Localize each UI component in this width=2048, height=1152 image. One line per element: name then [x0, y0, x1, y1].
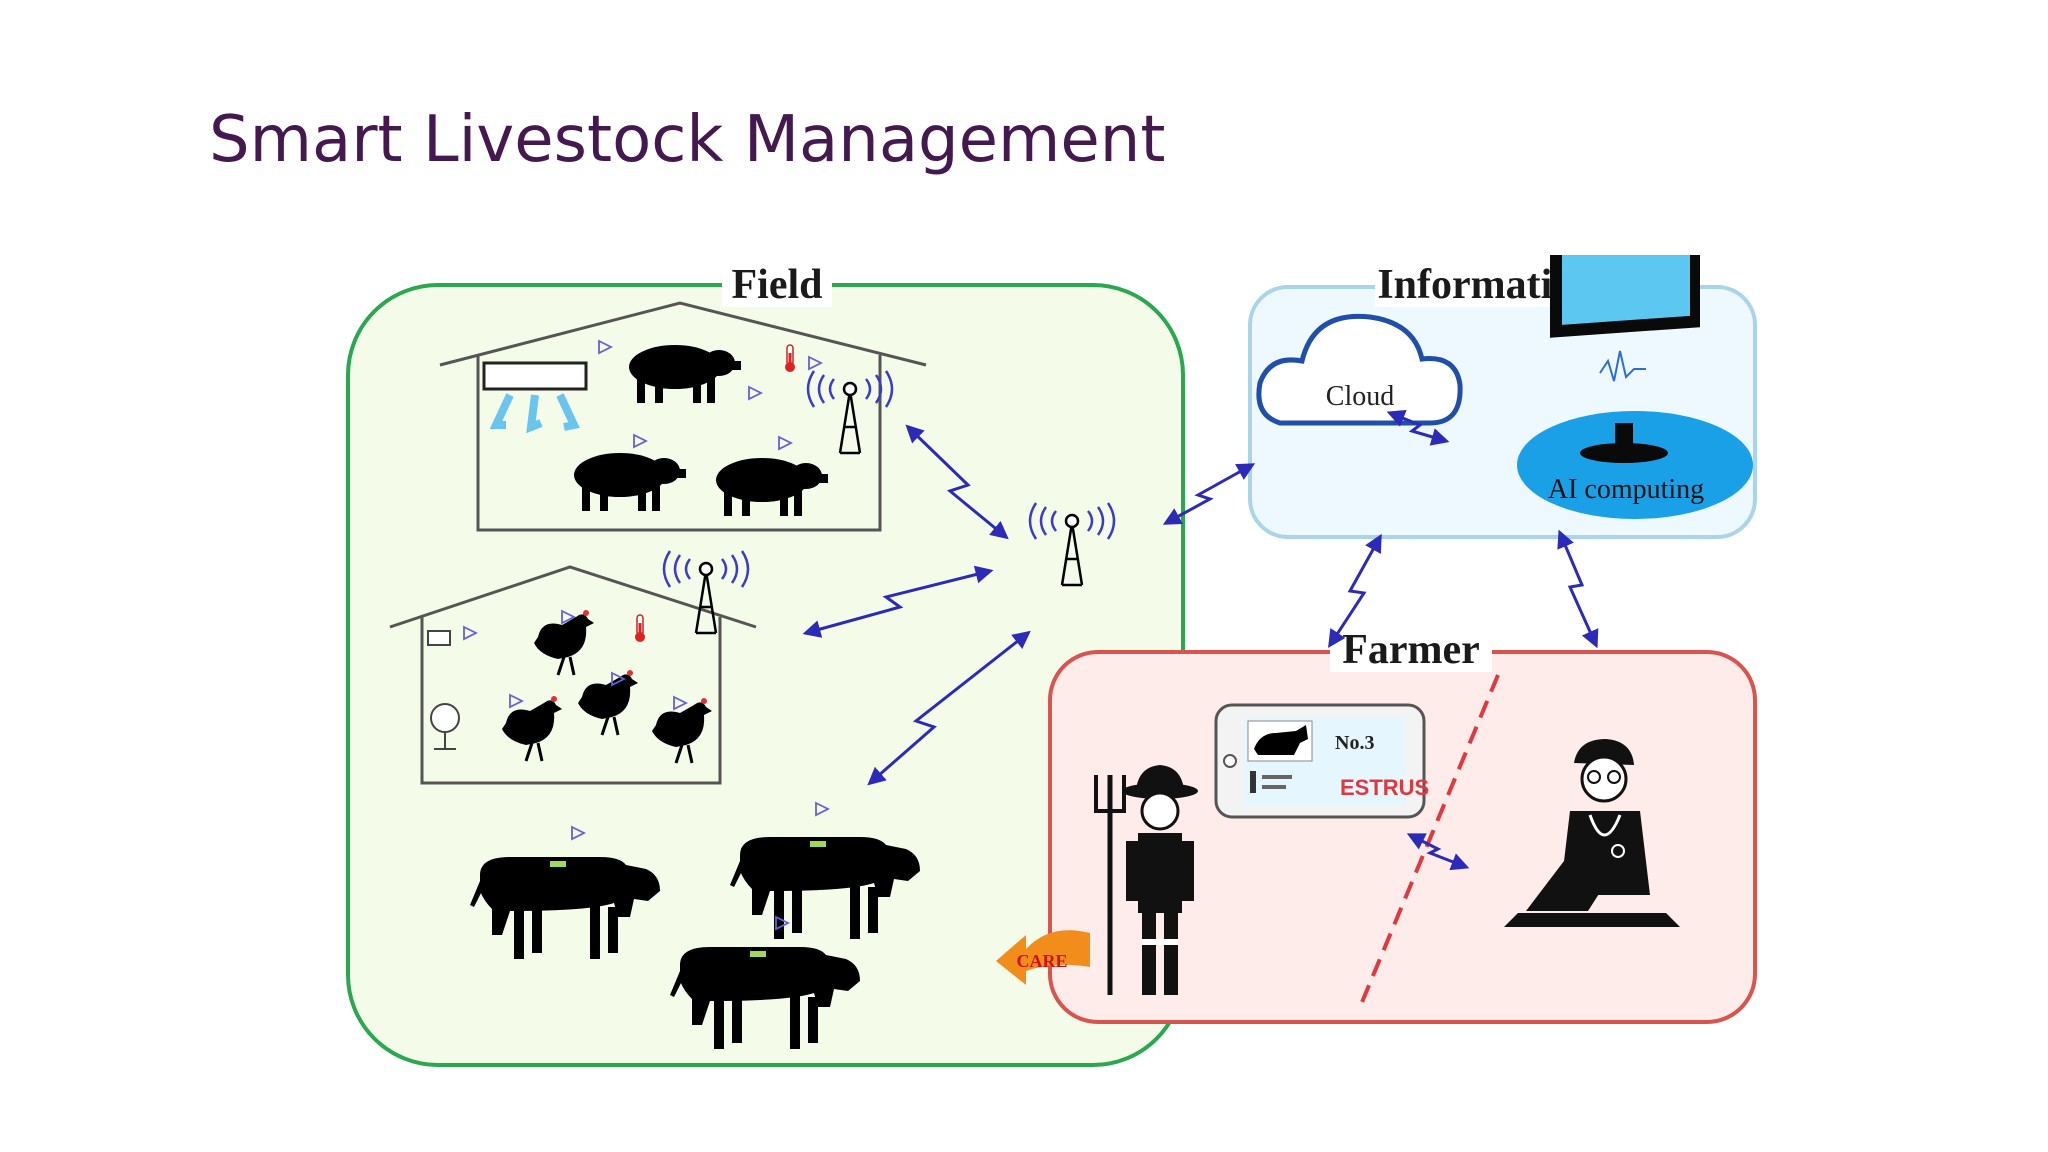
- link-coop-gateway: [802, 565, 994, 638]
- thermometer-icon: [634, 614, 646, 643]
- information-panel: Information Cloud AI computing: [1248, 255, 1757, 539]
- slide-title: Smart Livestock Management: [209, 103, 1166, 177]
- ai-computing-label: AI computing: [1548, 474, 1704, 505]
- care-label: CARE: [1016, 951, 1067, 971]
- farmer-icon: [1094, 765, 1198, 995]
- link-cattle-gateway: [867, 630, 1031, 786]
- link-information-farmer: [1328, 533, 1382, 649]
- farmer-label: Farmer: [1342, 627, 1480, 673]
- farmer-panel: Farmer No.3 ESTRUS: [996, 627, 1757, 1024]
- livestock-diagram: Field: [346, 255, 1757, 1067]
- phone-status-label: ESTRUS: [1340, 775, 1429, 800]
- link-ai-vet: [1557, 529, 1599, 649]
- fan-icon: [430, 703, 460, 733]
- phone-tag-label: No.3: [1335, 732, 1374, 754]
- chicken-coop: [389, 549, 757, 785]
- monitor-icon: [1550, 255, 1700, 463]
- cloud-icon: [1256, 313, 1463, 426]
- field-label: Field: [732, 262, 823, 308]
- thermometer-icon: [784, 344, 796, 373]
- pig-barn: [439, 301, 927, 532]
- link-phone-vet: [1406, 833, 1470, 871]
- camera-icon: [427, 630, 451, 646]
- link-gateway-information: [1162, 463, 1256, 525]
- link-pigbarn-gateway: [905, 424, 1009, 540]
- care-arrow-icon: CARE: [996, 930, 1090, 985]
- cloud-label: Cloud: [1326, 381, 1394, 412]
- ai-computing-disc: [1517, 411, 1753, 519]
- veterinarian-icon: [1504, 739, 1680, 927]
- wireless-links: [802, 409, 1599, 871]
- air-conditioner-icon: [482, 361, 588, 391]
- smartphone-icon: No.3 ESTRUS: [1214, 703, 1429, 819]
- link-cloud-ai: [1386, 409, 1450, 446]
